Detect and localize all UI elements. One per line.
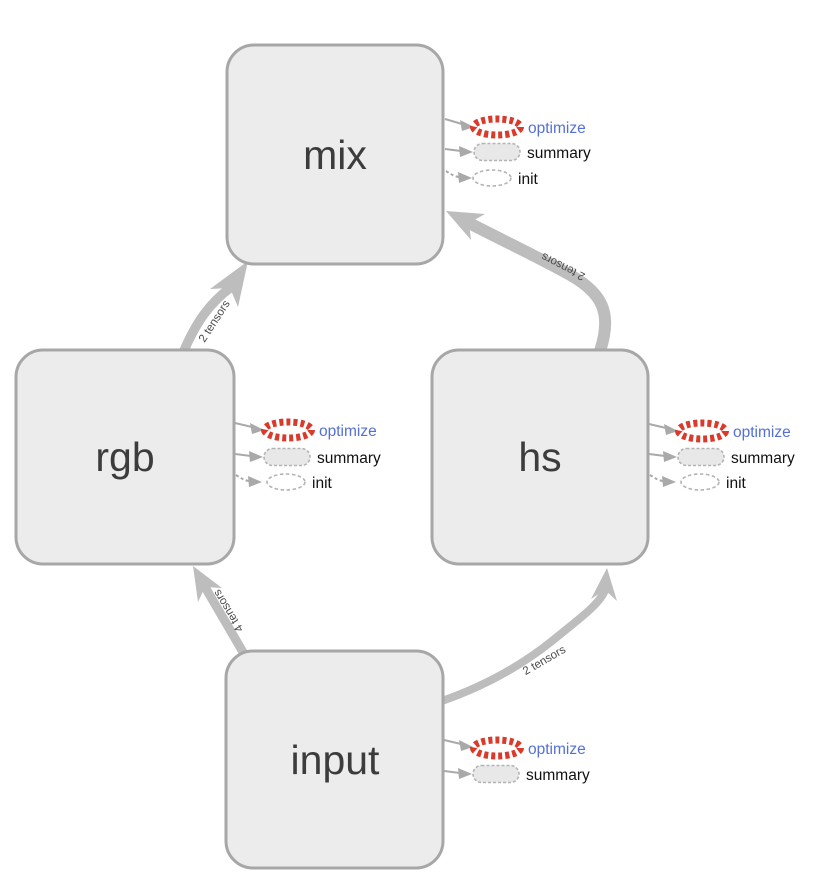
graph-node-hs[interactable]: hs [430, 348, 650, 566]
arrowhead-icon [664, 424, 678, 435]
node-label: rgb [95, 434, 154, 480]
graph-node-input[interactable]: input [224, 649, 445, 870]
connector-line [649, 474, 665, 482]
aux-label-summary[interactable]: summary [731, 450, 795, 467]
connector-line [234, 453, 252, 457]
arrowhead-icon [663, 451, 677, 462]
arrowhead-icon [250, 423, 264, 434]
aux-label-optimize[interactable]: optimize [528, 741, 586, 758]
arrowhead-icon [458, 172, 472, 183]
connector-line [443, 770, 461, 774]
aux-label-summary[interactable]: summary [526, 767, 590, 784]
aux-label-init[interactable]: init [518, 171, 539, 188]
connector-line [234, 422, 253, 428]
arrowhead-icon [193, 566, 222, 602]
arrowhead-icon [591, 568, 617, 601]
node-label: input [291, 737, 381, 783]
node-label: mix [303, 132, 367, 178]
summary-icon[interactable] [677, 447, 725, 467]
summary-icon[interactable] [472, 764, 520, 784]
summary-icon[interactable] [473, 142, 521, 162]
aux-node-input-summary[interactable]: summary [472, 764, 590, 785]
connector-line [443, 739, 462, 745]
init-icon[interactable] [266, 473, 306, 491]
arrowhead-icon [460, 120, 474, 131]
graph-node-mix[interactable]: mix [225, 43, 445, 266]
edge-rgb-to-mix [178, 261, 248, 355]
aux-node-mix-init[interactable]: init [472, 169, 539, 188]
connector-line [444, 118, 463, 125]
aux-label-optimize[interactable]: optimize [528, 120, 586, 137]
arrowhead-icon [459, 146, 473, 157]
aux-node-hs-summary[interactable]: summary [677, 447, 795, 468]
connector-line [445, 170, 461, 178]
aux-node-mix-optimize[interactable]: optimize [470, 115, 586, 139]
node-box[interactable] [224, 649, 445, 870]
optimize-icon[interactable] [470, 736, 524, 760]
edge-path [178, 284, 233, 355]
aux-group-rgb: optimize summary init [234, 418, 381, 492]
arrowhead-icon [446, 211, 485, 240]
aux-node-input-optimize[interactable]: optimize [470, 736, 586, 760]
init-icon[interactable] [680, 473, 720, 491]
connector-line [648, 423, 667, 429]
edge-path [466, 217, 612, 353]
edge-input-to-rgb [193, 566, 251, 662]
aux-label-init[interactable]: init [726, 475, 747, 492]
aux-node-rgb-summary[interactable]: summary [263, 447, 381, 468]
arrowhead-icon [662, 476, 676, 487]
aux-group-input: optimize summary [443, 736, 590, 785]
optimize-icon[interactable] [675, 419, 729, 443]
connector-line [444, 148, 462, 152]
summary-icon[interactable] [263, 447, 311, 467]
aux-label-init[interactable]: init [312, 475, 333, 492]
optimize-icon[interactable] [470, 115, 524, 139]
node-box[interactable] [14, 348, 236, 566]
aux-label-summary[interactable]: summary [527, 145, 591, 162]
aux-node-rgb-optimize[interactable]: optimize [261, 418, 377, 442]
aux-node-hs-init[interactable]: init [680, 473, 747, 492]
aux-label-summary[interactable]: summary [317, 450, 381, 467]
optimize-icon[interactable] [261, 418, 315, 442]
graph-node-rgb[interactable]: rgb [14, 348, 236, 566]
connector-line [648, 453, 666, 457]
aux-label-optimize[interactable]: optimize [319, 423, 377, 440]
arrowhead-icon [249, 451, 263, 462]
edge-path [201, 584, 251, 662]
arrowhead-icon [248, 476, 262, 487]
node-box[interactable] [430, 348, 650, 566]
edge-input-to-hs [440, 568, 617, 705]
arrowhead-icon [210, 261, 248, 307]
aux-label-optimize[interactable]: optimize [733, 424, 791, 441]
node-box[interactable] [225, 43, 445, 266]
edge-hs-to-mix [446, 211, 612, 353]
arrowhead-icon [458, 768, 472, 779]
aux-node-mix-summary[interactable]: summary [473, 142, 591, 163]
aux-node-rgb-init[interactable]: init [266, 473, 333, 492]
arrowhead-icon [459, 740, 473, 751]
aux-group-mix: optimize summary init [444, 115, 591, 188]
aux-node-hs-optimize[interactable]: optimize [675, 419, 791, 443]
aux-group-hs: optimize summary init [648, 419, 795, 492]
edge-path [440, 588, 609, 705]
init-icon[interactable] [472, 169, 512, 187]
node-label: hs [518, 434, 561, 480]
connector-line [235, 474, 251, 482]
